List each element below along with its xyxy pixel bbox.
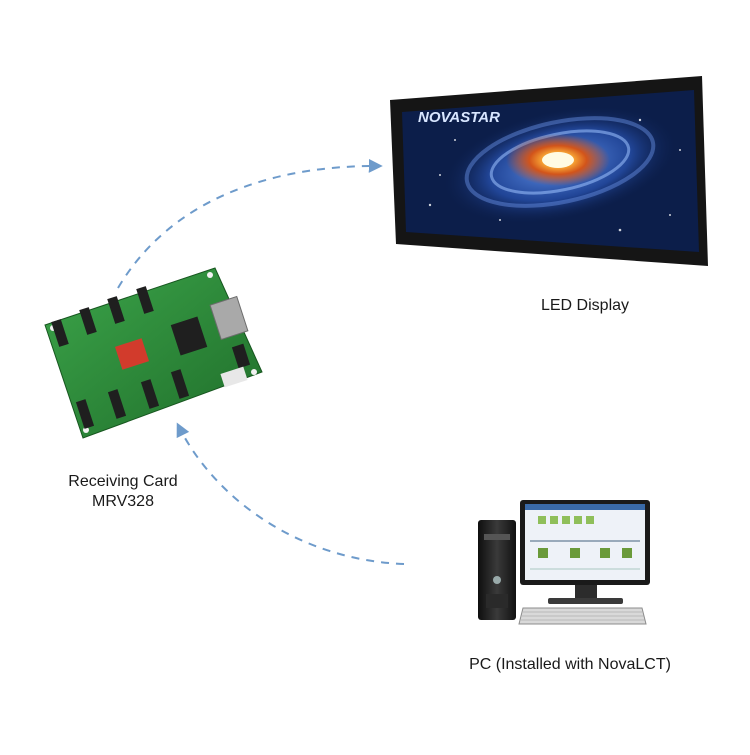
- arrow-card-to-display: [118, 166, 380, 288]
- receiving-card: [45, 268, 262, 438]
- led-display: NOVASTAR: [390, 76, 708, 266]
- pc-computer: [478, 500, 650, 624]
- arrow-pc-to-card: [178, 425, 404, 564]
- receiving-card-label-line2: MRV328: [48, 492, 198, 512]
- pc-label: PC (Installed with NovaLCT): [445, 655, 695, 675]
- receiving-card-label: Receiving Card MRV328: [48, 472, 198, 512]
- receiving-card-label-line1: Receiving Card: [48, 472, 198, 492]
- led-display-label: LED Display: [530, 296, 640, 316]
- led-brand-text: NOVASTAR: [418, 109, 500, 126]
